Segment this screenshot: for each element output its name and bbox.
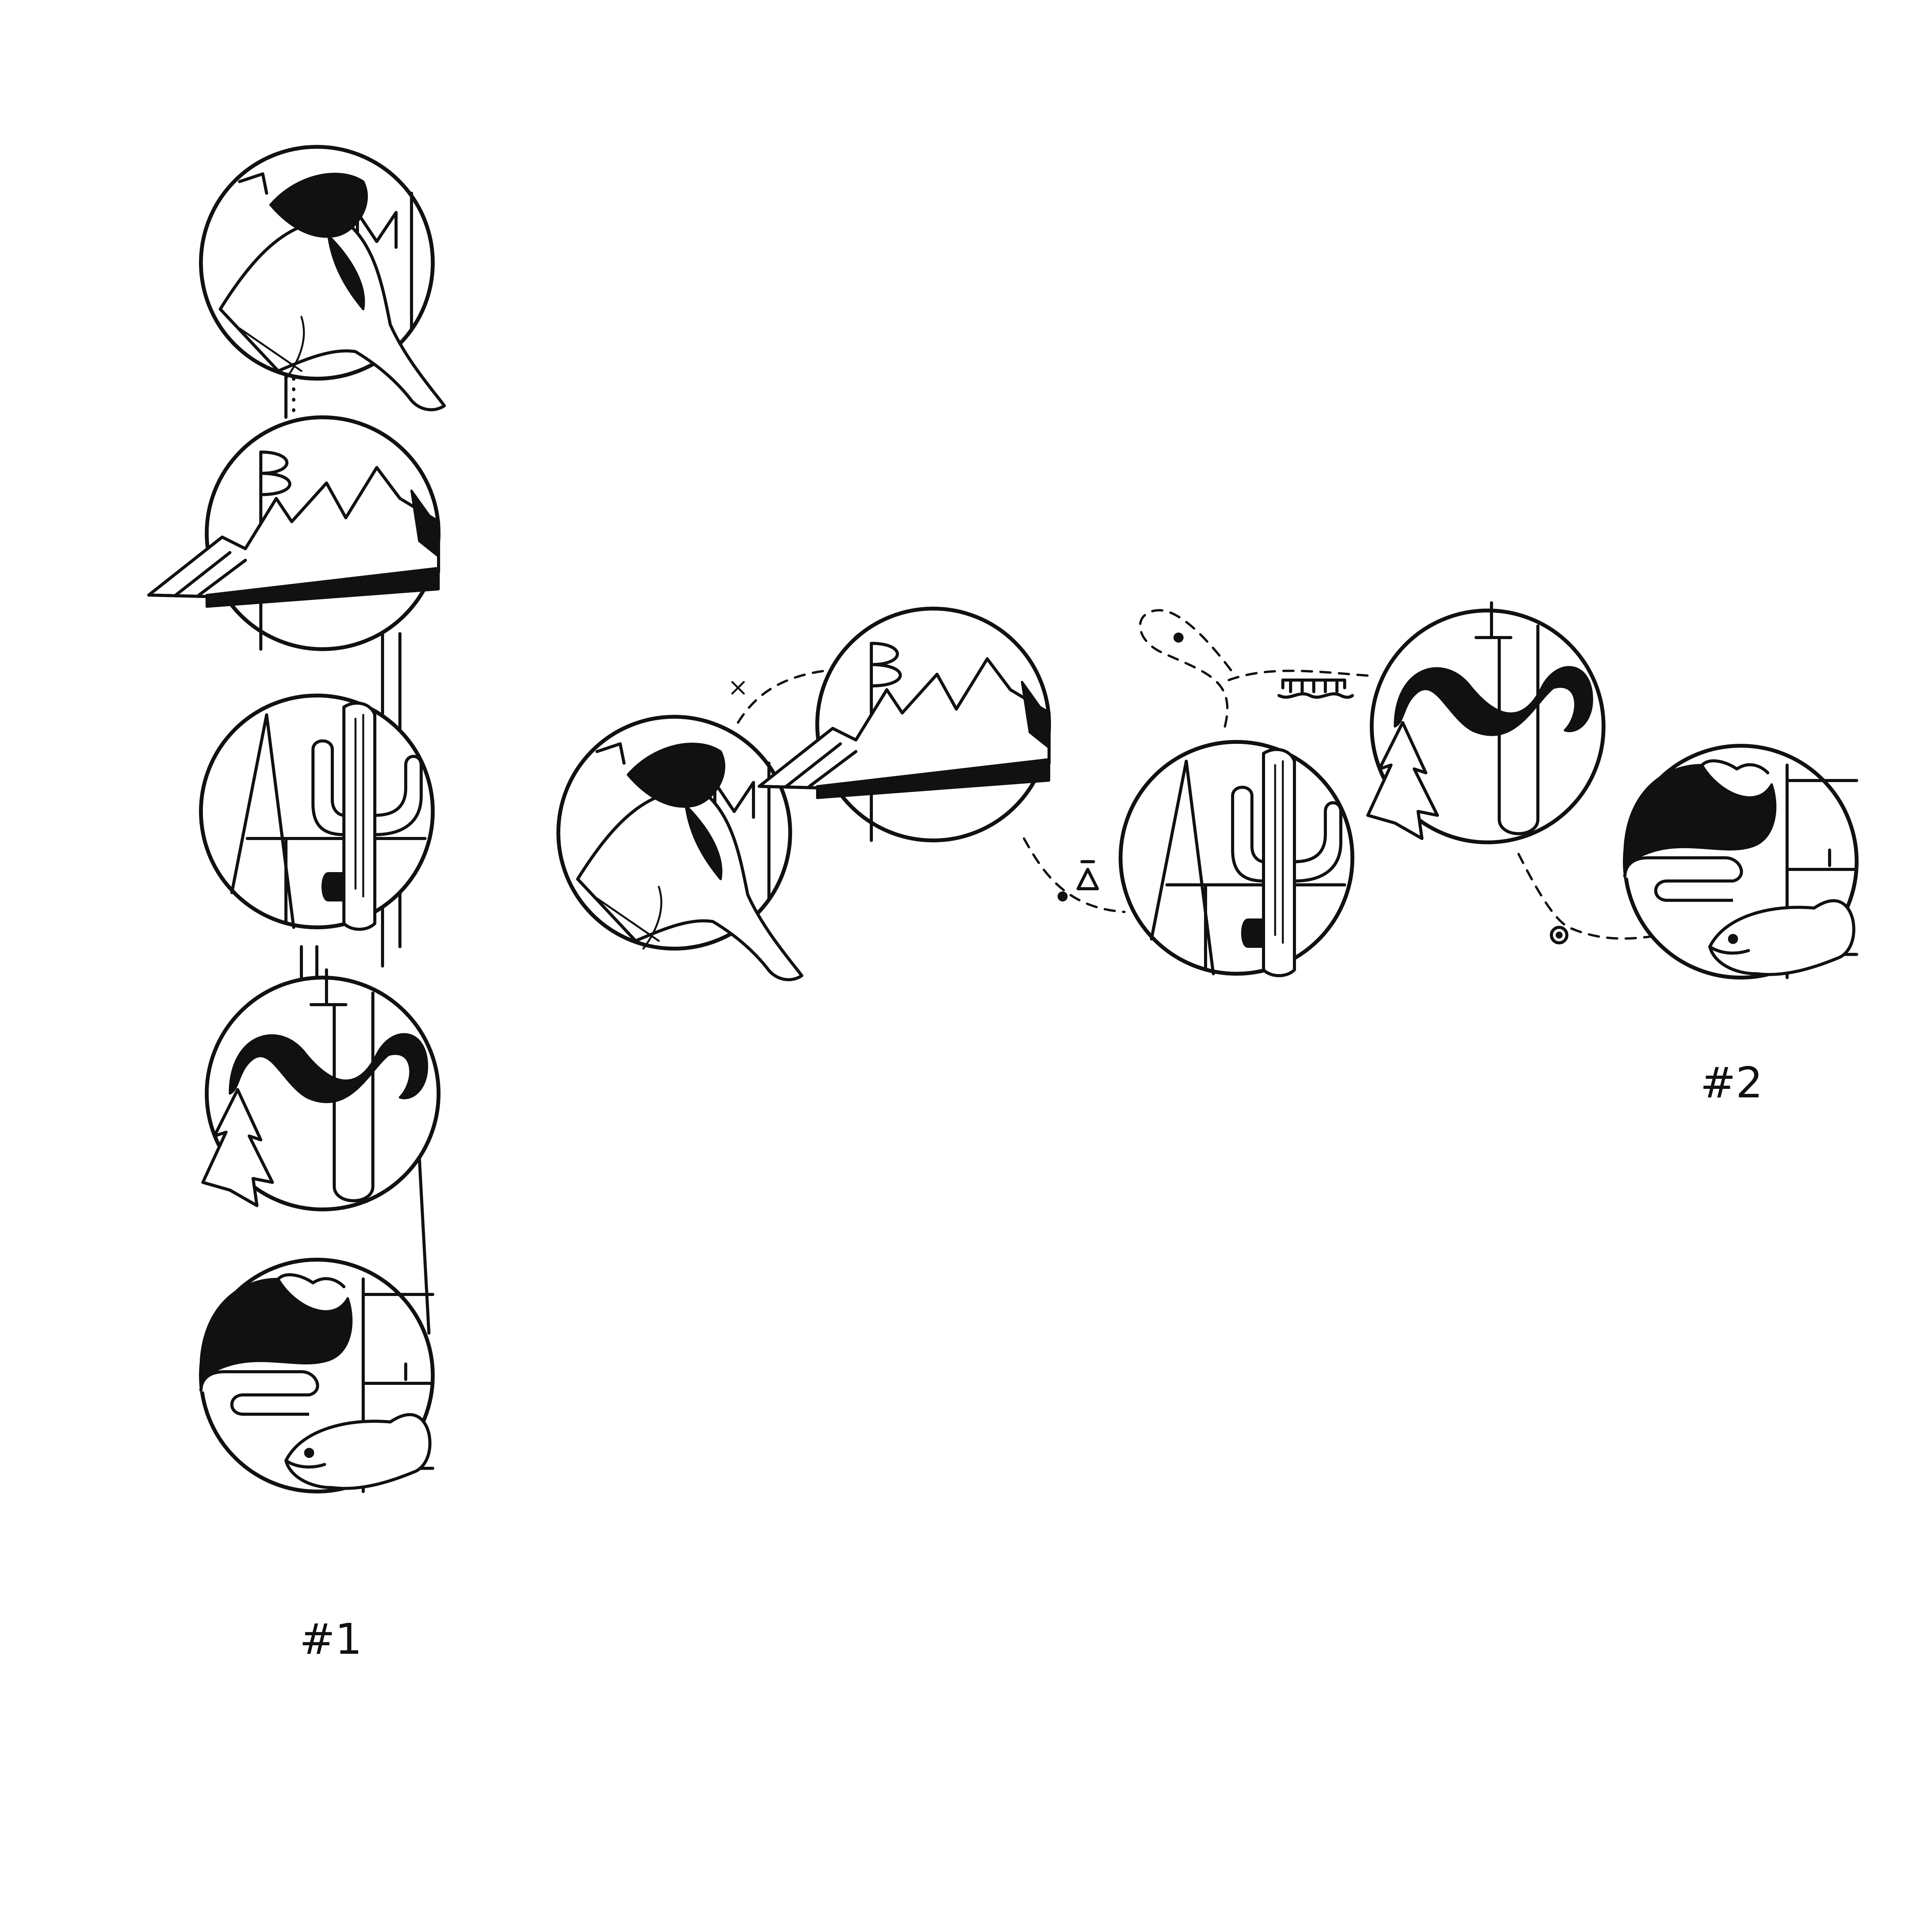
design-1-vertical-stack — [149, 147, 444, 1492]
trail-path — [737, 609, 1663, 940]
badge-u-pine-wave — [203, 970, 439, 1209]
badge-e-wave-fish — [1625, 746, 1857, 978]
x-mark-icon — [731, 681, 745, 695]
bridge-icon — [1277, 679, 1354, 699]
badge-a-cactus — [201, 696, 433, 929]
tent-icon — [1077, 860, 1099, 890]
badge-b-mountains — [149, 417, 439, 649]
start-point-icon — [1173, 633, 1184, 643]
badge-b-mountains — [759, 609, 1049, 840]
badge-e-wave-fish — [201, 1260, 433, 1492]
badge-m-bird — [201, 147, 444, 410]
badge-u-pine-wave — [1368, 603, 1604, 842]
design-2-horizontal-path — [558, 603, 1857, 980]
badge-a-cactus — [1121, 742, 1352, 976]
badge-m-bird — [558, 717, 802, 980]
caption-design-1: #1 — [299, 1614, 362, 1664]
path-point-icon — [1058, 891, 1068, 901]
caption-design-2: #2 — [1700, 1058, 1763, 1107]
end-point-center-icon — [1556, 932, 1563, 939]
